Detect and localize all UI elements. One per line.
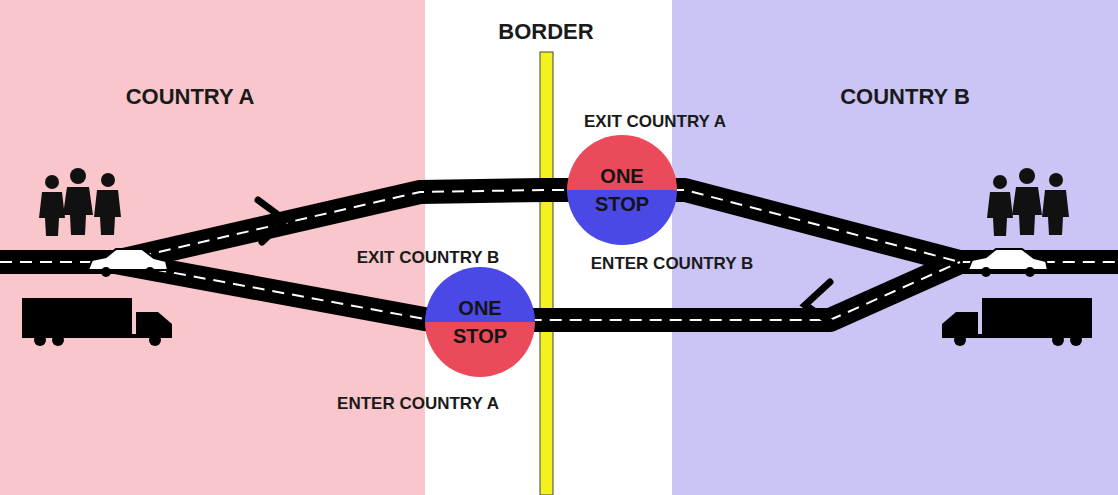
one-stop-circle: ONE STOP (567, 135, 677, 245)
crossing-label: ENTER COUNTRY B (591, 254, 753, 274)
circle-outline (425, 267, 535, 377)
node-text: ONE STOP (586, 162, 658, 218)
crossing-label: EXIT COUNTRY A (584, 112, 726, 132)
direction-arrows (258, 200, 830, 322)
country-label: COUNTRY B (840, 84, 970, 110)
circle-outline (567, 135, 677, 245)
crossing-label: ENTER COUNTRY A (337, 394, 499, 414)
country-label: COUNTRY A (126, 84, 255, 110)
border-line (540, 52, 553, 495)
car-left (88, 249, 168, 277)
people-right (987, 168, 1069, 236)
people-left (39, 168, 121, 236)
one-stop-circle: ONE STOP (425, 267, 535, 377)
node-text: ONE STOP (444, 294, 516, 350)
roads (0, 190, 1118, 320)
truck-left (22, 298, 172, 346)
crossing-label: EXIT COUNTRY B (357, 248, 500, 268)
truck-right (942, 298, 1092, 346)
car-right (968, 249, 1048, 277)
border-label: BORDER (498, 19, 593, 45)
